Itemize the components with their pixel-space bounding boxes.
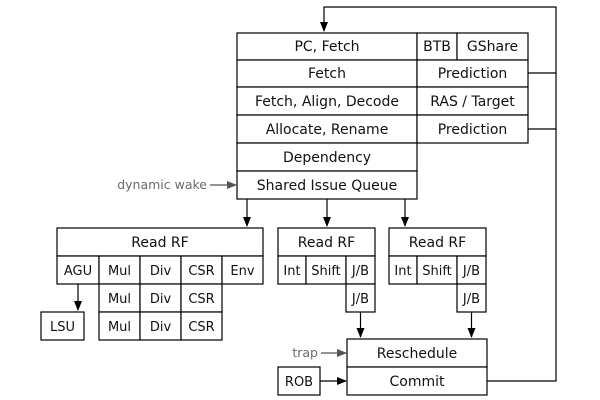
right-jb-label-1: J/B: [462, 264, 480, 279]
right-int-box: [388, 255, 418, 285]
pc-fetch-label: PC, Fetch: [294, 39, 359, 55]
rob-box: [277, 366, 321, 396]
div-label-3: Div: [150, 320, 172, 335]
fetch-align-decode-label: Fetch, Align, Decode: [255, 94, 399, 110]
lsu-label: LSU: [50, 320, 75, 335]
right-jb-label-2: J/B: [462, 292, 480, 307]
mid-int-label: Int: [283, 264, 300, 279]
mul-box-3: [98, 311, 141, 341]
right-shift-box: [416, 255, 458, 285]
mid-int-box: [277, 255, 307, 285]
mul-box-2: [98, 283, 141, 313]
left-read-rf-box: [56, 227, 264, 257]
right-jb-box-1: [456, 255, 487, 285]
right-read-rf-box: [388, 227, 487, 257]
pc-fetch-box: [236, 32, 418, 61]
csr-label-3: CSR: [188, 320, 214, 335]
right-read-rf-label: Read RF: [409, 235, 466, 251]
env-label: Env: [230, 264, 254, 279]
prediction-label-2: Prediction: [438, 122, 508, 138]
commit-label: Commit: [390, 374, 446, 390]
prediction-box-2: [416, 114, 529, 144]
frontend-stack: PC, Fetch BTB GShare Fetch Prediction Fe…: [236, 32, 529, 200]
lsu-box: [40, 311, 85, 341]
cluster-mid: Read RF Int Shift J/B J/B: [277, 227, 376, 338]
trap-label: trap: [292, 345, 318, 360]
mid-jb-label-1: J/B: [351, 264, 369, 279]
allocate-rename-box: [236, 114, 418, 144]
mid-shift-label: Shift: [311, 264, 341, 279]
mul-label-1: Mul: [108, 264, 131, 279]
commit-box: [346, 366, 488, 396]
left-read-rf-label: Read RF: [131, 235, 188, 251]
div-label-2: Div: [150, 292, 172, 307]
prediction-label-1: Prediction: [438, 66, 508, 82]
div-box-2: [139, 283, 182, 313]
mid-jb-label-2: J/B: [351, 292, 369, 307]
gshare-label: GShare: [467, 39, 518, 55]
dependency-box: [236, 142, 418, 172]
div-label-1: Div: [150, 264, 172, 279]
btb-label: BTB: [423, 39, 451, 55]
ras-target-label: RAS / Target: [430, 94, 515, 110]
cluster-left: Read RF AGU Mul Div CSR Env Mul Div CSR …: [40, 227, 264, 341]
mid-jb-box-1: [345, 255, 376, 285]
cluster-right: Read RF Int Shift J/B J/B: [388, 227, 487, 338]
csr-label-2: CSR: [188, 292, 214, 307]
rob-label: ROB: [285, 375, 313, 390]
dependency-label: Dependency: [283, 150, 371, 166]
fetch-label: Fetch: [308, 66, 346, 82]
mid-read-rf-box: [277, 227, 376, 257]
dynamic-wake-label: dynamic wake: [117, 177, 207, 192]
mid-read-rf-label: Read RF: [298, 235, 355, 251]
right-shift-label: Shift: [422, 264, 452, 279]
shared-issue-queue-box: [236, 170, 418, 200]
backend: Reschedule Commit ROB trap: [277, 338, 488, 396]
agu-label: AGU: [64, 264, 92, 279]
csr-box-3: [180, 311, 223, 341]
csr-label-1: CSR: [188, 264, 214, 279]
mid-jb-box-2: [345, 283, 376, 313]
reschedule-label: Reschedule: [377, 346, 457, 362]
right-int-label: Int: [394, 264, 411, 279]
allocate-rename-label: Allocate, Rename: [266, 122, 389, 138]
mul-label-2: Mul: [108, 292, 131, 307]
div-box-3: [139, 311, 182, 341]
shared-issue-queue-label: Shared Issue Queue: [257, 178, 397, 194]
env-box: [221, 255, 264, 285]
fetch-align-decode-box: [236, 86, 418, 116]
redirect-feedback-wire: [320, 6, 557, 382]
mul-label-3: Mul: [108, 320, 131, 335]
